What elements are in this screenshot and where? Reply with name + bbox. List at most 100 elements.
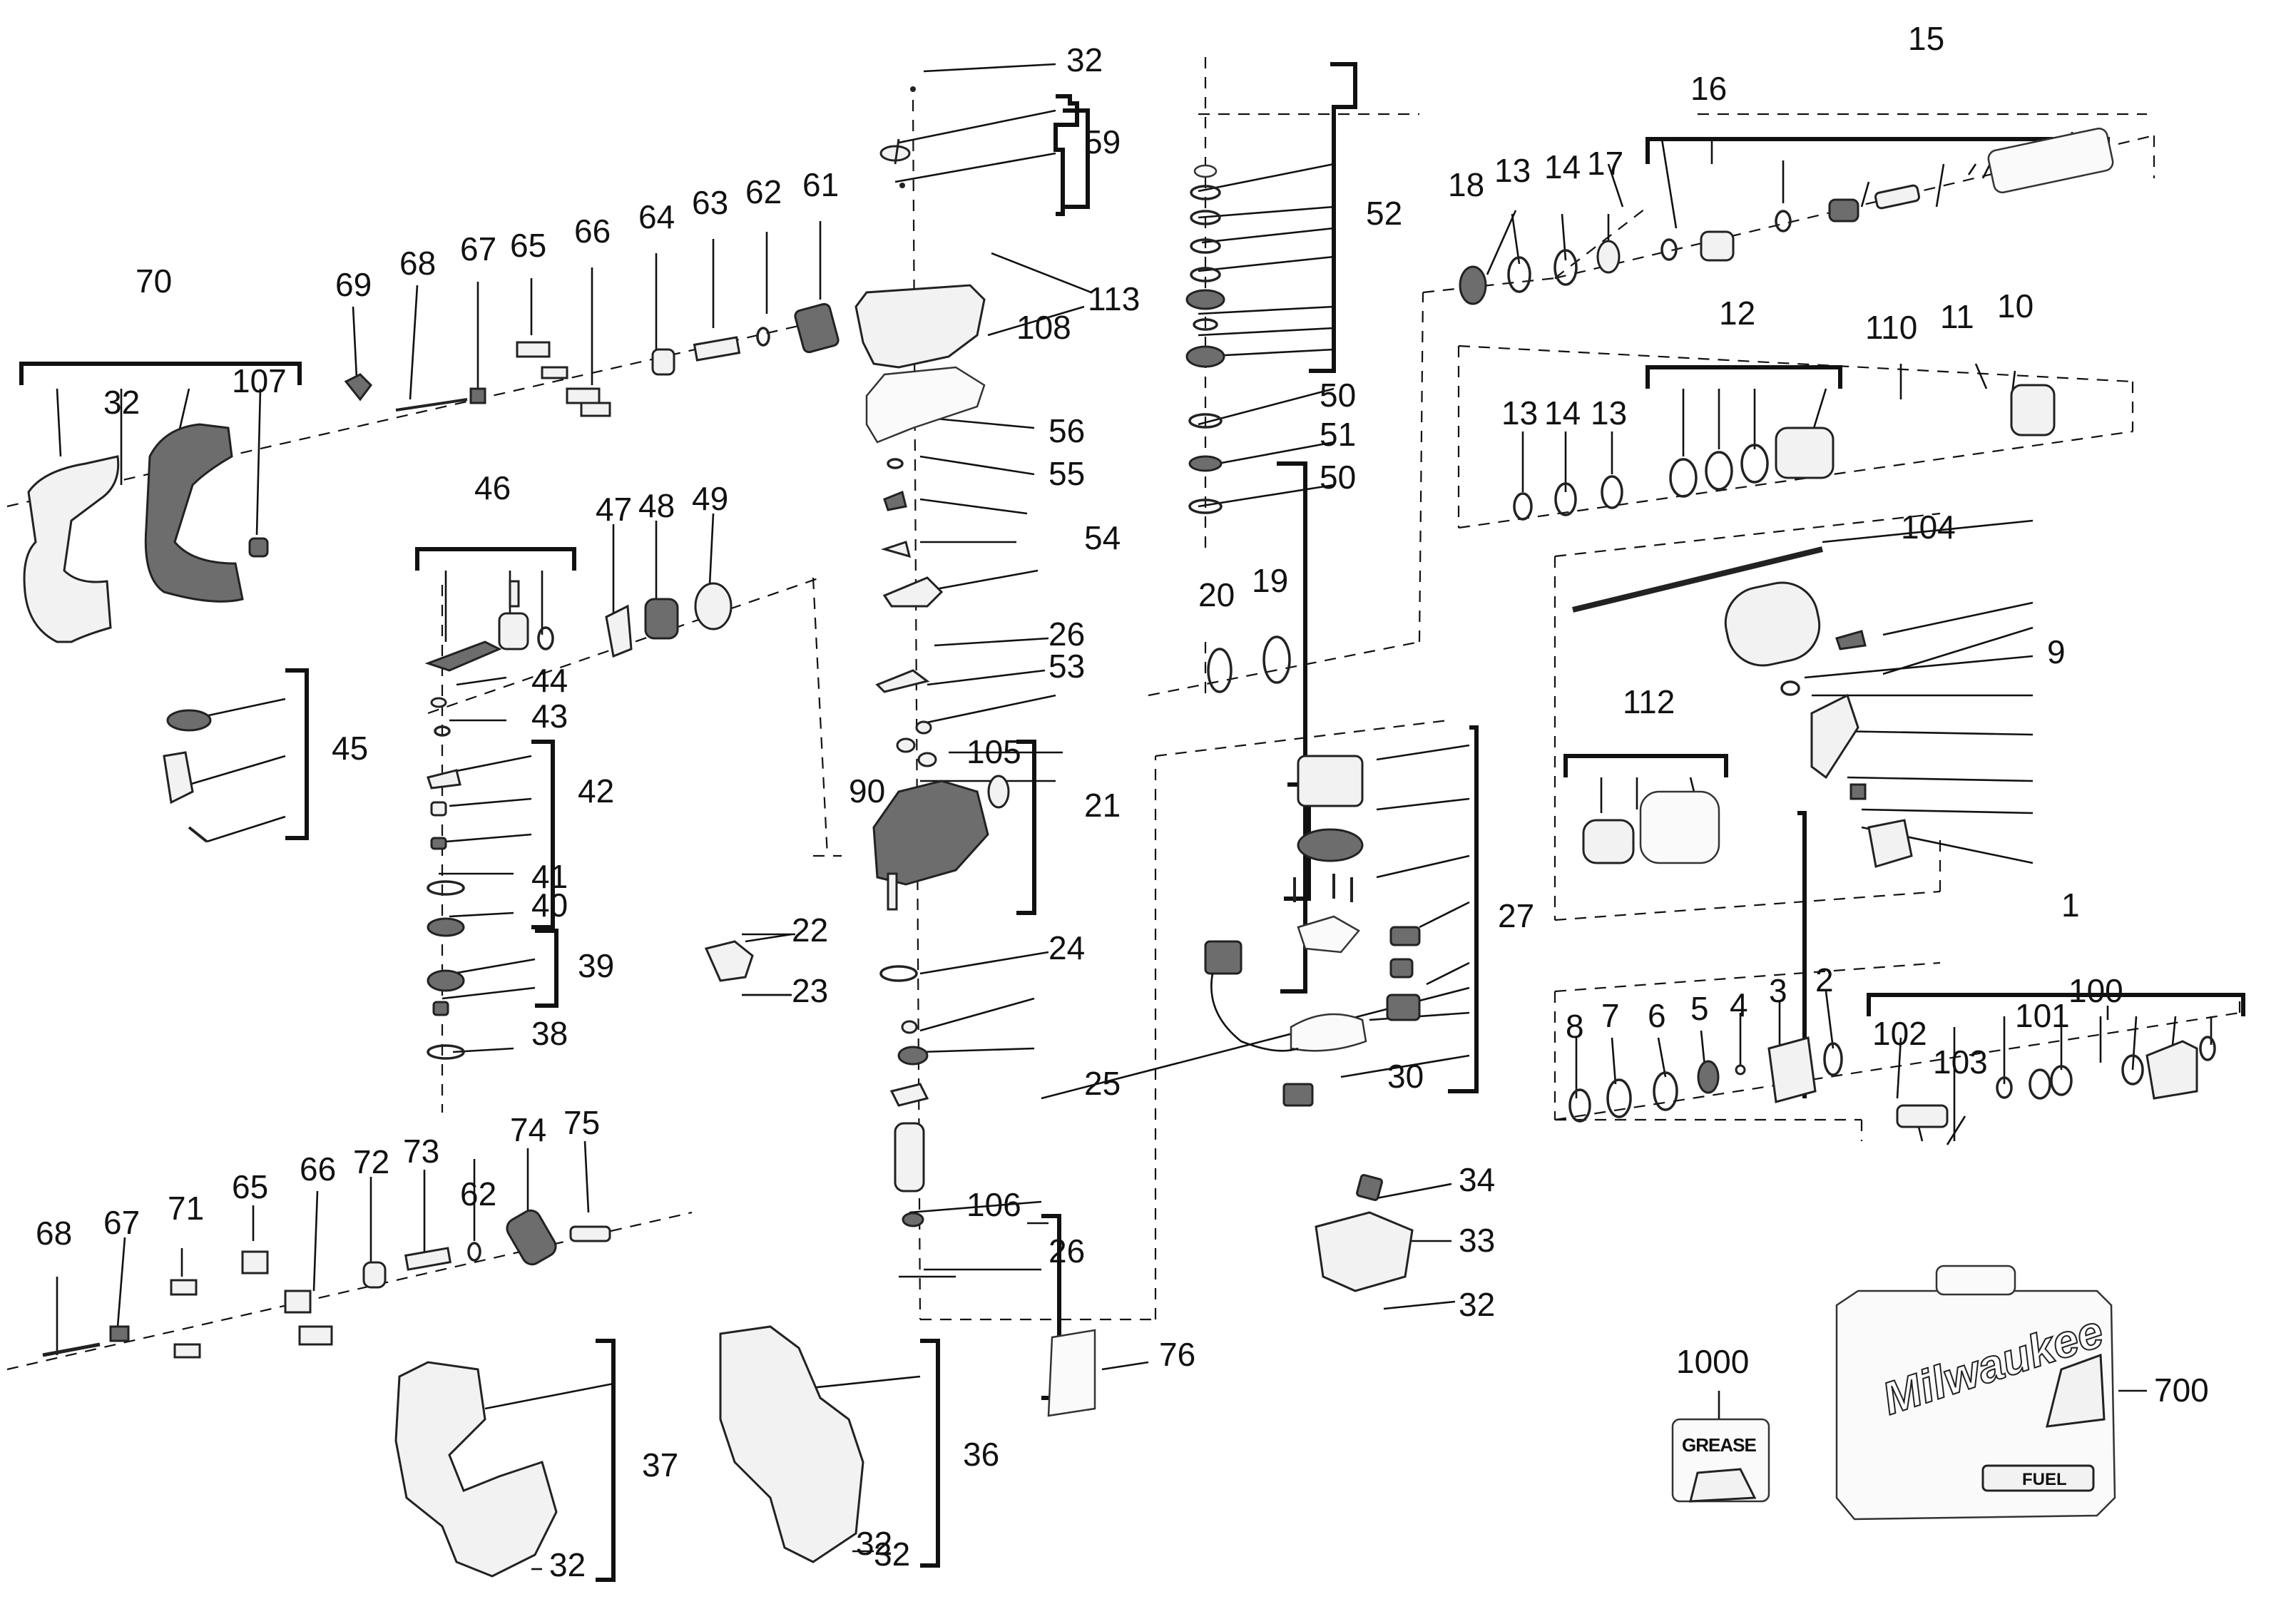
label: 20: [1198, 576, 1235, 613]
label: 50: [1320, 459, 1356, 496]
label: 12: [1719, 295, 1755, 332]
assembly-lines: [6, 57, 2241, 1371]
brackets: [19, 62, 2245, 1582]
label: 34: [1459, 1161, 1495, 1198]
label: 5: [1690, 990, 1709, 1027]
label: 56: [1048, 412, 1085, 449]
label: 19: [1252, 562, 1288, 599]
spring-107: [248, 537, 269, 558]
gasket-108: [865, 366, 986, 444]
part-64: [651, 348, 675, 376]
label: 103: [1933, 1043, 1988, 1081]
label: 64: [638, 198, 675, 235]
label: 16: [1690, 70, 1727, 107]
label: 47: [596, 491, 632, 528]
part-labels: 1 2 3 4 5 6 7 8 9 10 11 12 13 13 13 14 1…: [36, 20, 2209, 1583]
label: 32: [549, 1546, 586, 1583]
label: 7: [1601, 997, 1620, 1034]
label: 33: [1459, 1222, 1495, 1259]
label: 13: [1591, 394, 1627, 431]
label: 14: [1544, 148, 1581, 185]
label: 100: [2068, 972, 2123, 1009]
part-65a: [516, 341, 551, 358]
parts: [23, 86, 2216, 1578]
label: 52: [1366, 195, 1402, 232]
housing-right-half: [144, 423, 244, 603]
label: 700: [2154, 1372, 2209, 1409]
label: 62: [460, 1175, 496, 1212]
part-65b: [541, 366, 568, 379]
label: 67: [460, 230, 496, 267]
label: 73: [403, 1133, 439, 1170]
label: 65: [232, 1168, 268, 1205]
label: 67: [103, 1204, 140, 1241]
label: 62: [745, 173, 782, 210]
label: 23: [792, 972, 828, 1009]
label: 43: [531, 698, 568, 735]
label: 70: [136, 262, 172, 300]
label: 45: [332, 730, 368, 767]
label: 4: [1730, 986, 1748, 1023]
label: 27: [1498, 897, 1534, 934]
label: 32: [1459, 1286, 1495, 1323]
label: 51: [1320, 416, 1356, 453]
label: 1: [2061, 887, 2080, 924]
label: 66: [574, 213, 611, 250]
label: 10: [1997, 287, 2034, 325]
label: 53: [1048, 648, 1085, 685]
label: 108: [1016, 309, 1071, 346]
label: 68: [36, 1215, 72, 1252]
label: 54: [1084, 519, 1121, 556]
label: 61: [802, 166, 839, 203]
label: 72: [353, 1143, 389, 1180]
label: 49: [692, 480, 728, 517]
label: 59: [1084, 123, 1121, 160]
label: 13: [1494, 152, 1531, 189]
label: 36: [963, 1436, 999, 1473]
label: 110: [1865, 309, 1917, 346]
label: 8: [1566, 1008, 1584, 1045]
label: 17: [1587, 145, 1623, 182]
label: 74: [510, 1111, 546, 1148]
label: 11: [1940, 298, 1974, 335]
label: 32: [874, 1536, 910, 1573]
label: 21: [1084, 787, 1121, 824]
label: 104: [1901, 509, 1956, 546]
leader-lines: [56, 63, 2213, 1571]
label: 44: [531, 662, 568, 699]
label: 46: [474, 469, 511, 506]
label: 63: [692, 184, 728, 221]
label: 40: [531, 887, 568, 924]
label: 32: [1066, 41, 1103, 78]
label: 2: [1815, 961, 1834, 999]
label: 24: [1048, 929, 1085, 966]
label: 30: [1387, 1058, 1424, 1095]
housing-left-half: [23, 455, 120, 643]
label: 105: [966, 733, 1021, 770]
label: 50: [1320, 377, 1356, 414]
label: 37: [642, 1446, 678, 1483]
label: 1000: [1676, 1343, 1749, 1380]
label: 32: [856, 1525, 892, 1562]
label: 107: [232, 362, 287, 399]
label: 22: [792, 911, 828, 949]
label: 69: [335, 266, 372, 303]
label: 90: [849, 772, 885, 810]
label: 101: [2015, 997, 2070, 1034]
part-66a: [566, 387, 601, 404]
armature: [894, 1122, 925, 1193]
case-badge: FUEL: [2022, 1470, 2067, 1489]
part-61: [794, 302, 840, 354]
label: 112: [1623, 683, 1675, 720]
part-66b: [580, 402, 611, 417]
label: 3: [1769, 972, 1787, 1009]
label: 25: [1084, 1065, 1121, 1102]
grease-label: GREASE: [1682, 1434, 1756, 1456]
label: 26: [1048, 616, 1085, 653]
label: 15: [1908, 20, 1944, 57]
label: 71: [168, 1190, 204, 1227]
label: 9: [2047, 633, 2066, 670]
label: 66: [300, 1150, 336, 1188]
label: 39: [578, 947, 614, 984]
